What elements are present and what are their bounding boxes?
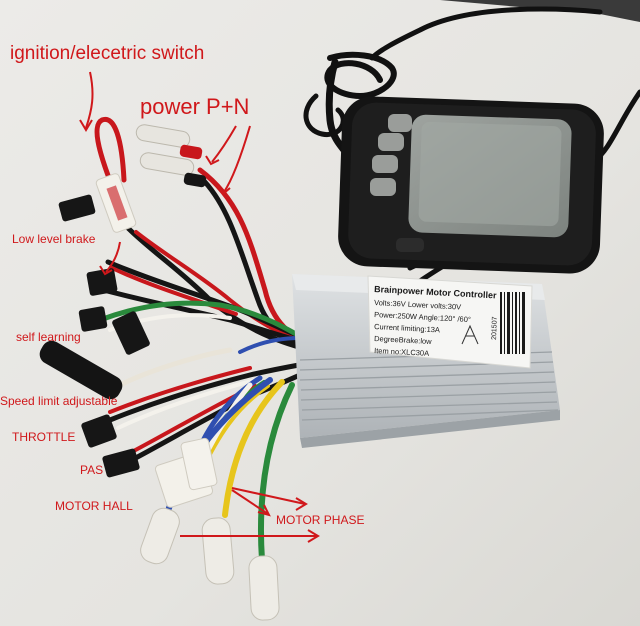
label-low-level-brake: Low level brake <box>12 232 96 246</box>
controller-label: Brainpower Motor Controller Volts:36V Lo… <box>367 275 533 369</box>
label-power: power P+N <box>140 94 250 119</box>
label-motor-hall: MOTOR HALL <box>55 499 133 513</box>
barcode <box>500 292 525 354</box>
lcd-display <box>338 96 604 274</box>
top-edge-shadow <box>440 0 640 22</box>
label-side-code: 201507 <box>491 316 499 340</box>
label-line-4: DegreeBrake:low <box>374 334 433 346</box>
bullet-connectors <box>135 124 280 621</box>
label-line-3: Current limiting:13A <box>374 322 440 334</box>
label-ignition-switch: ignition/elecetric switch <box>10 43 205 64</box>
label-speed-limit: Speed limit adjustable <box>0 394 118 408</box>
label-motor-phase: MOTOR PHASE <box>276 513 365 527</box>
label-pas: PAS <box>80 463 104 477</box>
label-line-5: Item no:XLC30A <box>374 346 429 358</box>
connectors <box>39 173 380 508</box>
label-throttle: THROTTLE <box>12 430 76 444</box>
annotation-arrows <box>79 71 320 543</box>
label-self-learning: self learning <box>16 330 81 344</box>
